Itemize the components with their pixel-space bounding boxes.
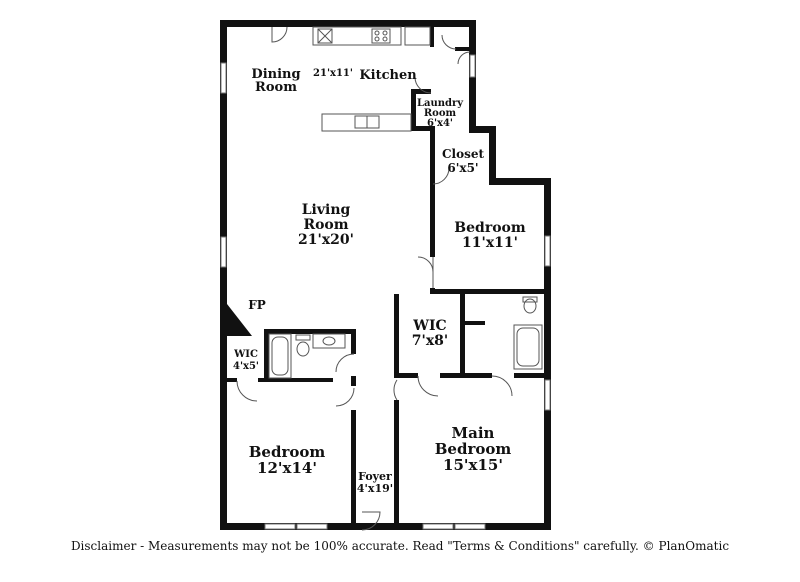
main-bedroom-dims: 15'x15' — [443, 456, 503, 474]
dishwasher — [317, 28, 333, 44]
bedroom-right-dims: 11'x11' — [462, 235, 518, 251]
kitchen-label: Kitchen — [359, 68, 417, 83]
door-pantry-2 — [457, 51, 471, 65]
toilet-right — [523, 298, 537, 314]
door-closet — [432, 167, 450, 185]
toilet-left — [296, 341, 310, 357]
wic-small-dims: 4'x5' — [233, 361, 259, 372]
bedroom-right-label: Bedroom — [454, 220, 526, 236]
foyer-dims: 4'x19' — [357, 482, 393, 495]
disclaimer-text: Disclaimer - Measurements may not be 100… — [70, 539, 730, 553]
laundry-label-1: Laundry — [417, 98, 464, 109]
door-main-bedroom — [393, 379, 398, 401]
range — [371, 28, 391, 44]
window-main-2 — [454, 523, 486, 530]
wic-main-dims: 7'x8' — [412, 333, 448, 349]
window-bedroom-right — [544, 235, 551, 267]
laundry-label-2: Room — [424, 108, 457, 119]
doors — [236, 26, 513, 531]
door-main-bath — [491, 375, 513, 397]
fixtures — [268, 26, 543, 379]
window-main-bedroom — [544, 379, 551, 411]
living-dims: 21'x20' — [298, 232, 354, 248]
door-wic-small — [236, 380, 258, 402]
dining-label-2: Room — [255, 80, 297, 95]
window-bedroom-left-1 — [264, 523, 296, 530]
bedroom-left-label: Bedroom — [249, 443, 326, 461]
vanity-left — [312, 333, 346, 349]
window-main-1 — [422, 523, 454, 530]
door-pantry — [441, 34, 457, 50]
living-label-2: Room — [303, 217, 348, 233]
window-dining — [220, 62, 227, 94]
wic-small-label: WIC — [233, 349, 258, 360]
laundry-dims: 6'x4' — [427, 118, 453, 129]
door-dining — [271, 26, 288, 43]
room-labels: Dining Room 21'x11' Kitchen Laundry Room… — [233, 67, 526, 495]
window-bedroom-left-2 — [296, 523, 328, 530]
main-bedroom-label-2: Bedroom — [435, 440, 512, 458]
door-bath-left — [335, 353, 355, 373]
window-pantry — [469, 54, 476, 78]
door-wic-main — [417, 375, 439, 397]
tub-right — [513, 324, 543, 370]
kitchen-island — [321, 113, 412, 132]
closet-dims: 6'x5' — [447, 161, 478, 175]
wic-main-label: WIC — [412, 318, 446, 334]
interior-walls — [227, 27, 551, 530]
windows — [220, 54, 551, 530]
main-bedroom-label-1: Main — [452, 424, 495, 442]
closet-label: Closet — [442, 147, 485, 161]
kitchen-counter — [312, 26, 402, 46]
bedroom-left-dims: 12'x14' — [257, 459, 317, 477]
dining-label-1: Dining — [251, 67, 300, 82]
door-bedroom-right — [417, 256, 434, 288]
foyer-label: Foyer — [358, 470, 392, 483]
fridge — [404, 26, 431, 46]
kitchen-dims: 21'x11' — [313, 68, 353, 79]
fireplace-label: FP — [248, 298, 266, 312]
door-bedroom-left — [335, 387, 355, 407]
door-laundry — [414, 76, 432, 94]
tub-left — [268, 333, 292, 379]
window-living — [220, 236, 227, 268]
living-label-1: Living — [302, 202, 351, 218]
door-front — [361, 511, 381, 531]
